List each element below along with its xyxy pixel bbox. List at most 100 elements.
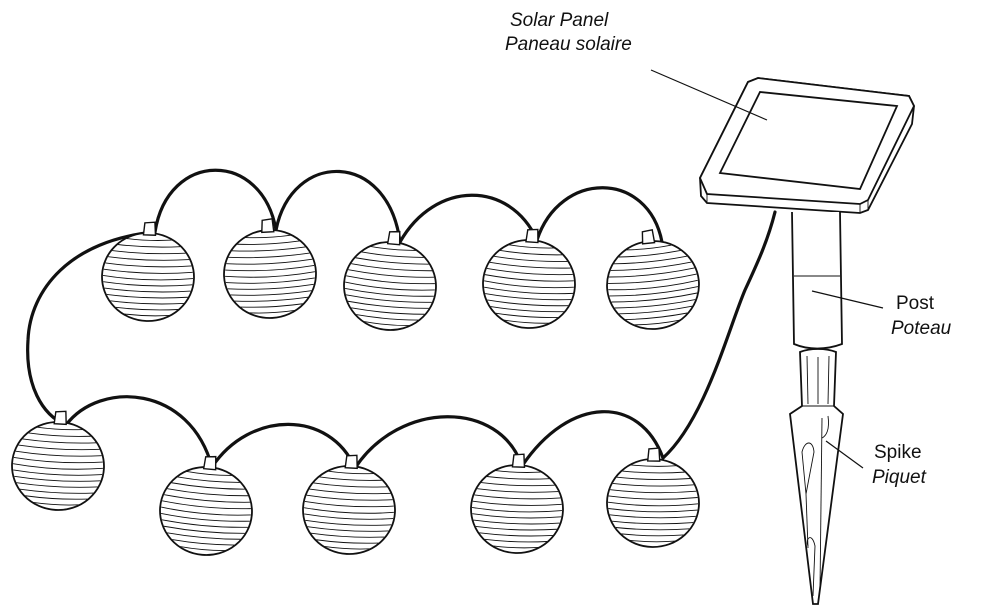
lantern-body [606, 240, 700, 330]
lantern-rib [364, 321, 410, 326]
lantern-rib [613, 255, 688, 265]
lantern-rib [616, 476, 691, 480]
lantern-rib [490, 306, 564, 313]
lantern-rib [472, 500, 562, 506]
lantern-rib [630, 464, 677, 467]
lantern-rib [319, 476, 382, 481]
solar-panel [699, 77, 916, 214]
lantern-cap [344, 454, 358, 470]
lantern-rib [16, 482, 98, 488]
lantern-rib [475, 525, 557, 531]
lantern-rib [103, 281, 193, 287]
lantern-rib [310, 532, 385, 538]
lantern-rib [231, 246, 306, 252]
lantern-cap [646, 447, 661, 462]
lantern-rib [306, 494, 393, 501]
lantern-rib [489, 261, 571, 269]
post-label-fr: Poteau [891, 318, 952, 339]
solar-panel-label-en: Solar Panel [510, 10, 609, 31]
lantern-rib [621, 533, 684, 537]
lantern-rib [186, 471, 232, 476]
lantern-rib [486, 268, 573, 276]
lantern-body [606, 458, 700, 548]
lantern-rib [126, 238, 173, 241]
lantern-rib [110, 300, 184, 305]
lantern-rib [161, 519, 248, 528]
spike-label-fr: Piquet [872, 467, 927, 488]
lantern-rib [37, 426, 83, 431]
spike-label-en: Spike [874, 442, 922, 463]
lantern-rib [622, 470, 685, 474]
lantern-rib [106, 293, 188, 299]
lantern-rib [171, 482, 245, 490]
lantern-rib [22, 438, 97, 444]
lantern-rib [608, 495, 698, 500]
lantern-rib [25, 495, 88, 500]
lantern-rib [112, 250, 186, 255]
lantern-rib [167, 488, 249, 497]
lantern-rib [351, 263, 433, 272]
lantern-rib [479, 532, 553, 537]
lantern-rib [610, 489, 697, 494]
lantern [11, 410, 105, 511]
lantern-rib [486, 476, 550, 480]
lantern-rib [103, 268, 193, 274]
lantern-rib [485, 293, 572, 301]
lantern-rib [347, 300, 429, 309]
lantern-rib [15, 450, 102, 457]
lantern-group [11, 218, 700, 556]
lantern [302, 454, 396, 555]
lantern-rib [625, 312, 688, 320]
post [791, 211, 843, 350]
lantern-rib [608, 273, 697, 284]
lantern-rib [307, 526, 389, 532]
lantern-rib [19, 488, 94, 494]
lantern-rib [484, 280, 574, 289]
lantern [159, 455, 253, 556]
lantern-rib [607, 501, 699, 507]
lantern-rib [164, 494, 251, 503]
lantern-rib [18, 444, 100, 451]
lantern-rib [611, 292, 698, 303]
lantern-rib [324, 546, 370, 550]
lantern-rib [14, 475, 101, 482]
lantern-rib [163, 525, 245, 534]
lantern-rib [612, 482, 694, 487]
lantern-rib [355, 257, 429, 265]
lantern-rib [177, 476, 240, 483]
lantern-rib [608, 508, 698, 513]
lantern-rib [626, 244, 672, 251]
lantern-rib [609, 514, 696, 519]
lantern-rib [351, 307, 425, 315]
lantern-rib [346, 275, 435, 285]
lantern-rib [228, 252, 310, 259]
lantern-rib [370, 246, 416, 251]
lantern-rib [225, 264, 315, 272]
lantern-rib [484, 286, 573, 295]
lantern-rib [105, 262, 192, 268]
lantern-rib [608, 267, 695, 278]
leader-lines [650, 69, 884, 469]
lantern-rib [13, 469, 103, 476]
lantern-cap [525, 228, 539, 244]
lantern-rib [227, 283, 314, 290]
lantern-rib [328, 470, 374, 475]
lantern-rib [234, 296, 309, 302]
lantern-rib [161, 512, 250, 522]
lantern-rib [162, 500, 251, 510]
lantern-rib [225, 271, 316, 278]
lantern-rib [612, 520, 694, 525]
lantern-rib [240, 303, 303, 308]
lantern-rib [634, 319, 680, 326]
lantern-rib [474, 494, 561, 500]
lantern [101, 221, 195, 322]
lantern-cap [261, 218, 275, 234]
lantern-rib [481, 482, 555, 487]
lantern-rib [495, 470, 542, 473]
lantern-rib [471, 506, 563, 513]
lantern-rib [304, 513, 394, 520]
solar-panel-label-fr: Paneau solaire [505, 34, 632, 55]
lantern-rib [249, 310, 295, 314]
lantern-rib [12, 463, 103, 470]
